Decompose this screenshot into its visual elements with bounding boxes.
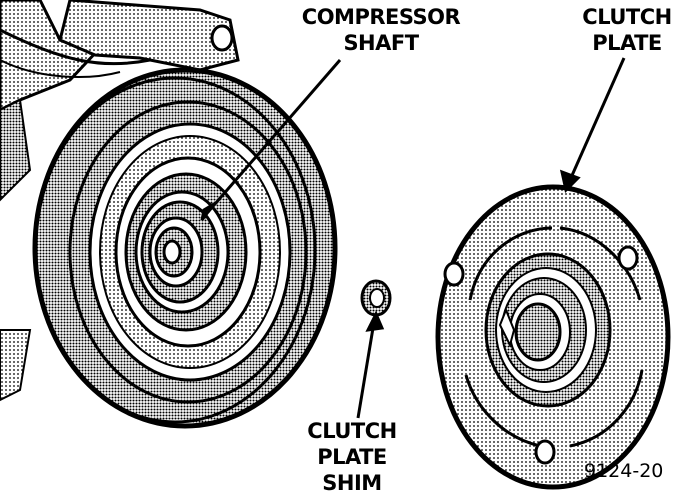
clutch-plate [435,184,671,490]
label-line: PLATE [592,31,662,55]
arrowhead-clutch-plate [559,169,581,193]
clutch-plate-shim [360,279,392,317]
label-line: SHIM [322,471,382,495]
clutch-plate-shim-label: CLUTCH PLATE SHIM [300,418,404,496]
leader-clutch-plate-shim [356,321,376,419]
arrowhead-compressor-shaft [200,202,216,221]
figure-number: 9124-20 [584,460,664,482]
compressor-shaft-label: COMPRESSOR SHAFT [296,4,466,56]
pulley [32,67,338,429]
leader-lines [200,57,626,419]
label-line: CLUTCH [582,5,672,29]
leader-clutch-plate [568,57,626,181]
label-line: CLUTCH [307,419,397,443]
clutch-plate-label: CLUTCH PLATE [572,4,682,56]
compressor-housing [0,0,240,402]
label-line: COMPRESSOR [301,5,461,29]
label-line: PLATE [317,445,387,469]
leader-compressor-shaft [206,59,342,213]
arrowhead-clutch-plate-shim [365,310,385,332]
label-line: SHAFT [343,31,419,55]
